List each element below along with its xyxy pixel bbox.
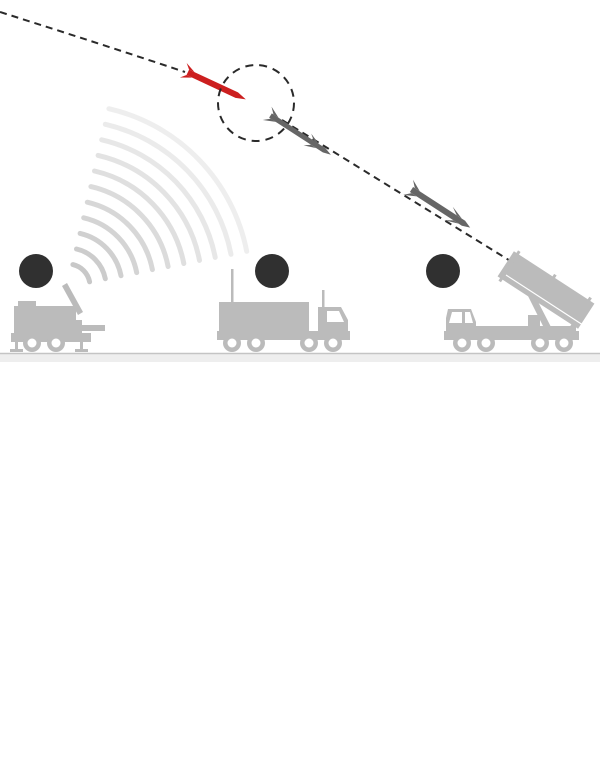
wheel-rim	[328, 338, 338, 348]
cab-window	[449, 312, 462, 323]
cab-window	[465, 312, 473, 323]
radar-wave-arc	[81, 215, 140, 276]
radar-wave-arc	[95, 152, 202, 263]
interceptor-missile-icon	[262, 106, 331, 155]
radar-wave-arc	[92, 168, 187, 266]
incoming-trajectory	[0, 11, 186, 73]
wheel-rim	[304, 338, 314, 348]
radar-wave-arc	[99, 137, 218, 260]
radar-wave-arc	[88, 184, 171, 269]
radar-wave-arc	[74, 246, 108, 282]
wheel-rim	[227, 338, 237, 348]
radar-wave-arc	[106, 106, 250, 254]
radar-wave-arc	[70, 262, 93, 285]
dashed-circle-icon	[217, 64, 295, 142]
step-marker-icon	[19, 254, 53, 288]
wheel-rim	[51, 338, 61, 348]
wheel-rim	[27, 338, 37, 348]
radar-wave-icon	[70, 106, 250, 285]
ground-shadow	[0, 354, 600, 362]
step-marker-icon	[426, 254, 460, 288]
wheel-rim	[535, 338, 545, 348]
cab-window	[327, 311, 344, 322]
radar-wave-arc	[77, 230, 124, 279]
interceptor-missile-icon	[403, 179, 471, 228]
step-marker-icon	[255, 254, 289, 288]
radar-wave-arc	[84, 199, 155, 273]
ground	[0, 352, 600, 362]
wheel-rim	[251, 338, 261, 348]
radar-wave-arc	[102, 121, 234, 257]
wheel-rim	[481, 338, 491, 348]
interceptor-trajectory	[281, 119, 513, 263]
canister-divider	[505, 274, 587, 328]
wheel-rim	[457, 338, 467, 348]
wheel-rim	[559, 338, 569, 348]
launcher-truck-icon	[444, 292, 579, 352]
